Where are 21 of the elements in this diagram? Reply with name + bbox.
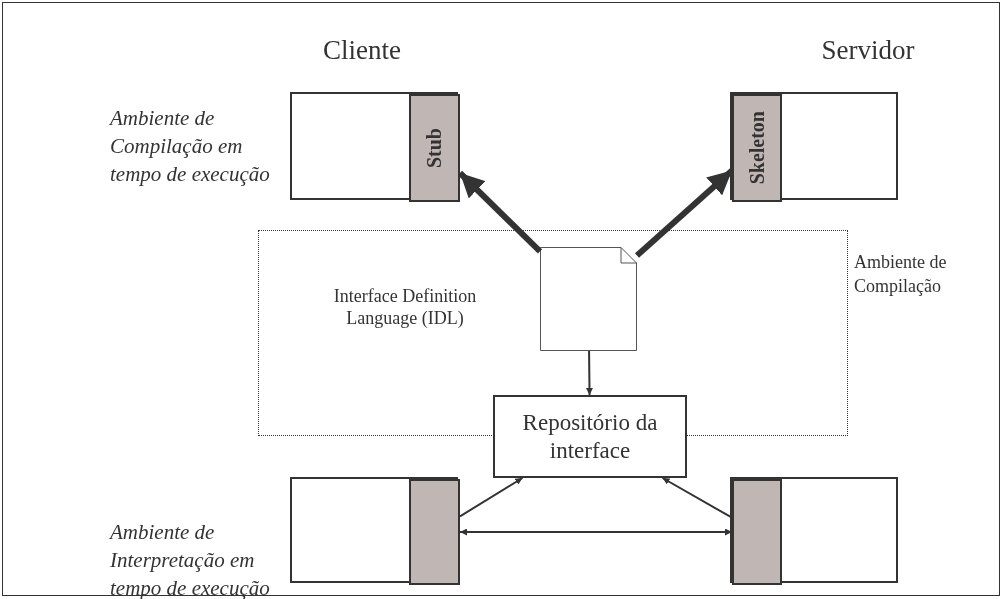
component-box bbox=[730, 477, 898, 583]
arrow bbox=[459, 477, 524, 518]
component-box bbox=[290, 477, 458, 583]
column-heading: Cliente bbox=[322, 36, 402, 64]
skeleton-panel bbox=[732, 94, 782, 202]
interface-panel bbox=[732, 479, 782, 585]
document-caption: Interface Definition Language (IDL) bbox=[332, 285, 478, 329]
component-box bbox=[730, 92, 898, 200]
region-heading: Ambiente de Compilação bbox=[854, 251, 948, 298]
repository-label: Repositório da interface bbox=[521, 408, 659, 465]
interface-panel bbox=[409, 479, 460, 585]
skeleton-label: Skeleton bbox=[745, 111, 769, 185]
arrow bbox=[585, 350, 593, 396]
stub-panel bbox=[409, 94, 460, 202]
side-label: Ambiente de Interpretação em tempo de execução bbox=[110, 519, 271, 599]
column-heading: Servidor bbox=[820, 36, 916, 64]
repository-box bbox=[493, 395, 687, 478]
stub-label: Stub bbox=[423, 128, 446, 168]
document-icon bbox=[540, 247, 637, 351]
component-box bbox=[290, 92, 458, 200]
side-label: Ambiente de Compilação em tempo de execução bbox=[110, 105, 271, 188]
